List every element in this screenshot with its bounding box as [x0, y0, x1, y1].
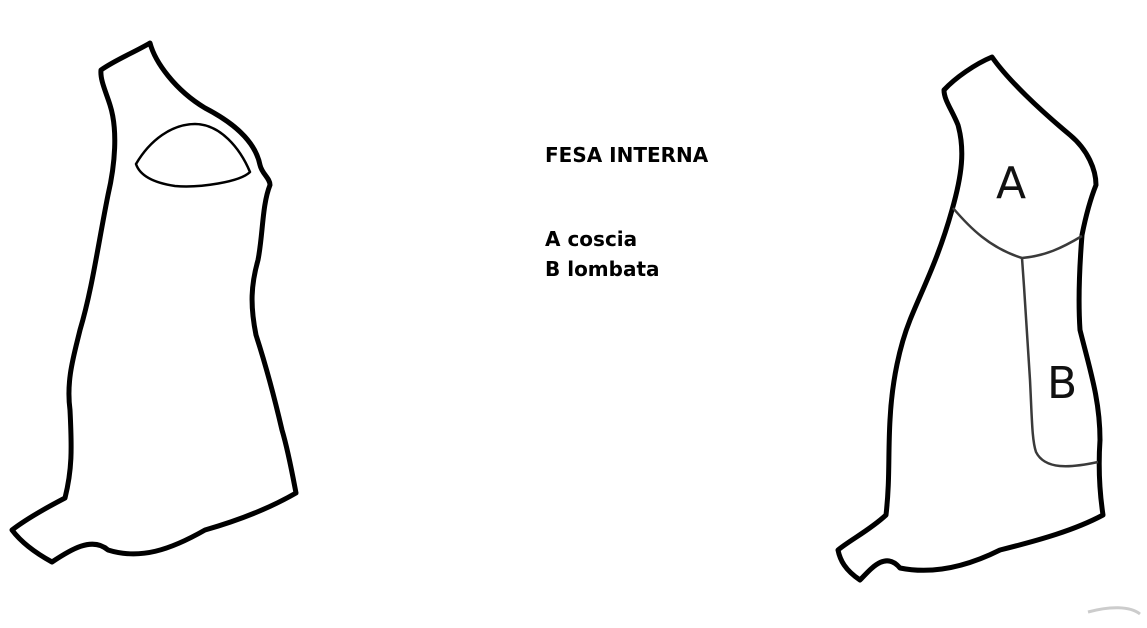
- region-a-boundary: [952, 207, 1083, 260]
- region-a-letter: A: [996, 158, 1026, 209]
- left-cut-outline: [9, 40, 299, 565]
- legend: FESA INTERNA A coscia B lombata: [545, 140, 708, 284]
- right-cut-figure: A B: [835, 54, 1106, 583]
- legend-item-a: A coscia: [545, 227, 638, 251]
- right-cut-outline: [835, 54, 1106, 583]
- legend-title: FESA INTERNA: [545, 143, 709, 167]
- region-b-letter: B: [1047, 358, 1077, 409]
- left-cut-inner-oval: [134, 122, 252, 188]
- legend-item-b: B lombata: [545, 257, 660, 281]
- region-b-boundary: [1020, 257, 1099, 468]
- left-cut-figure: [9, 40, 299, 565]
- corner-mark: [1087, 606, 1141, 616]
